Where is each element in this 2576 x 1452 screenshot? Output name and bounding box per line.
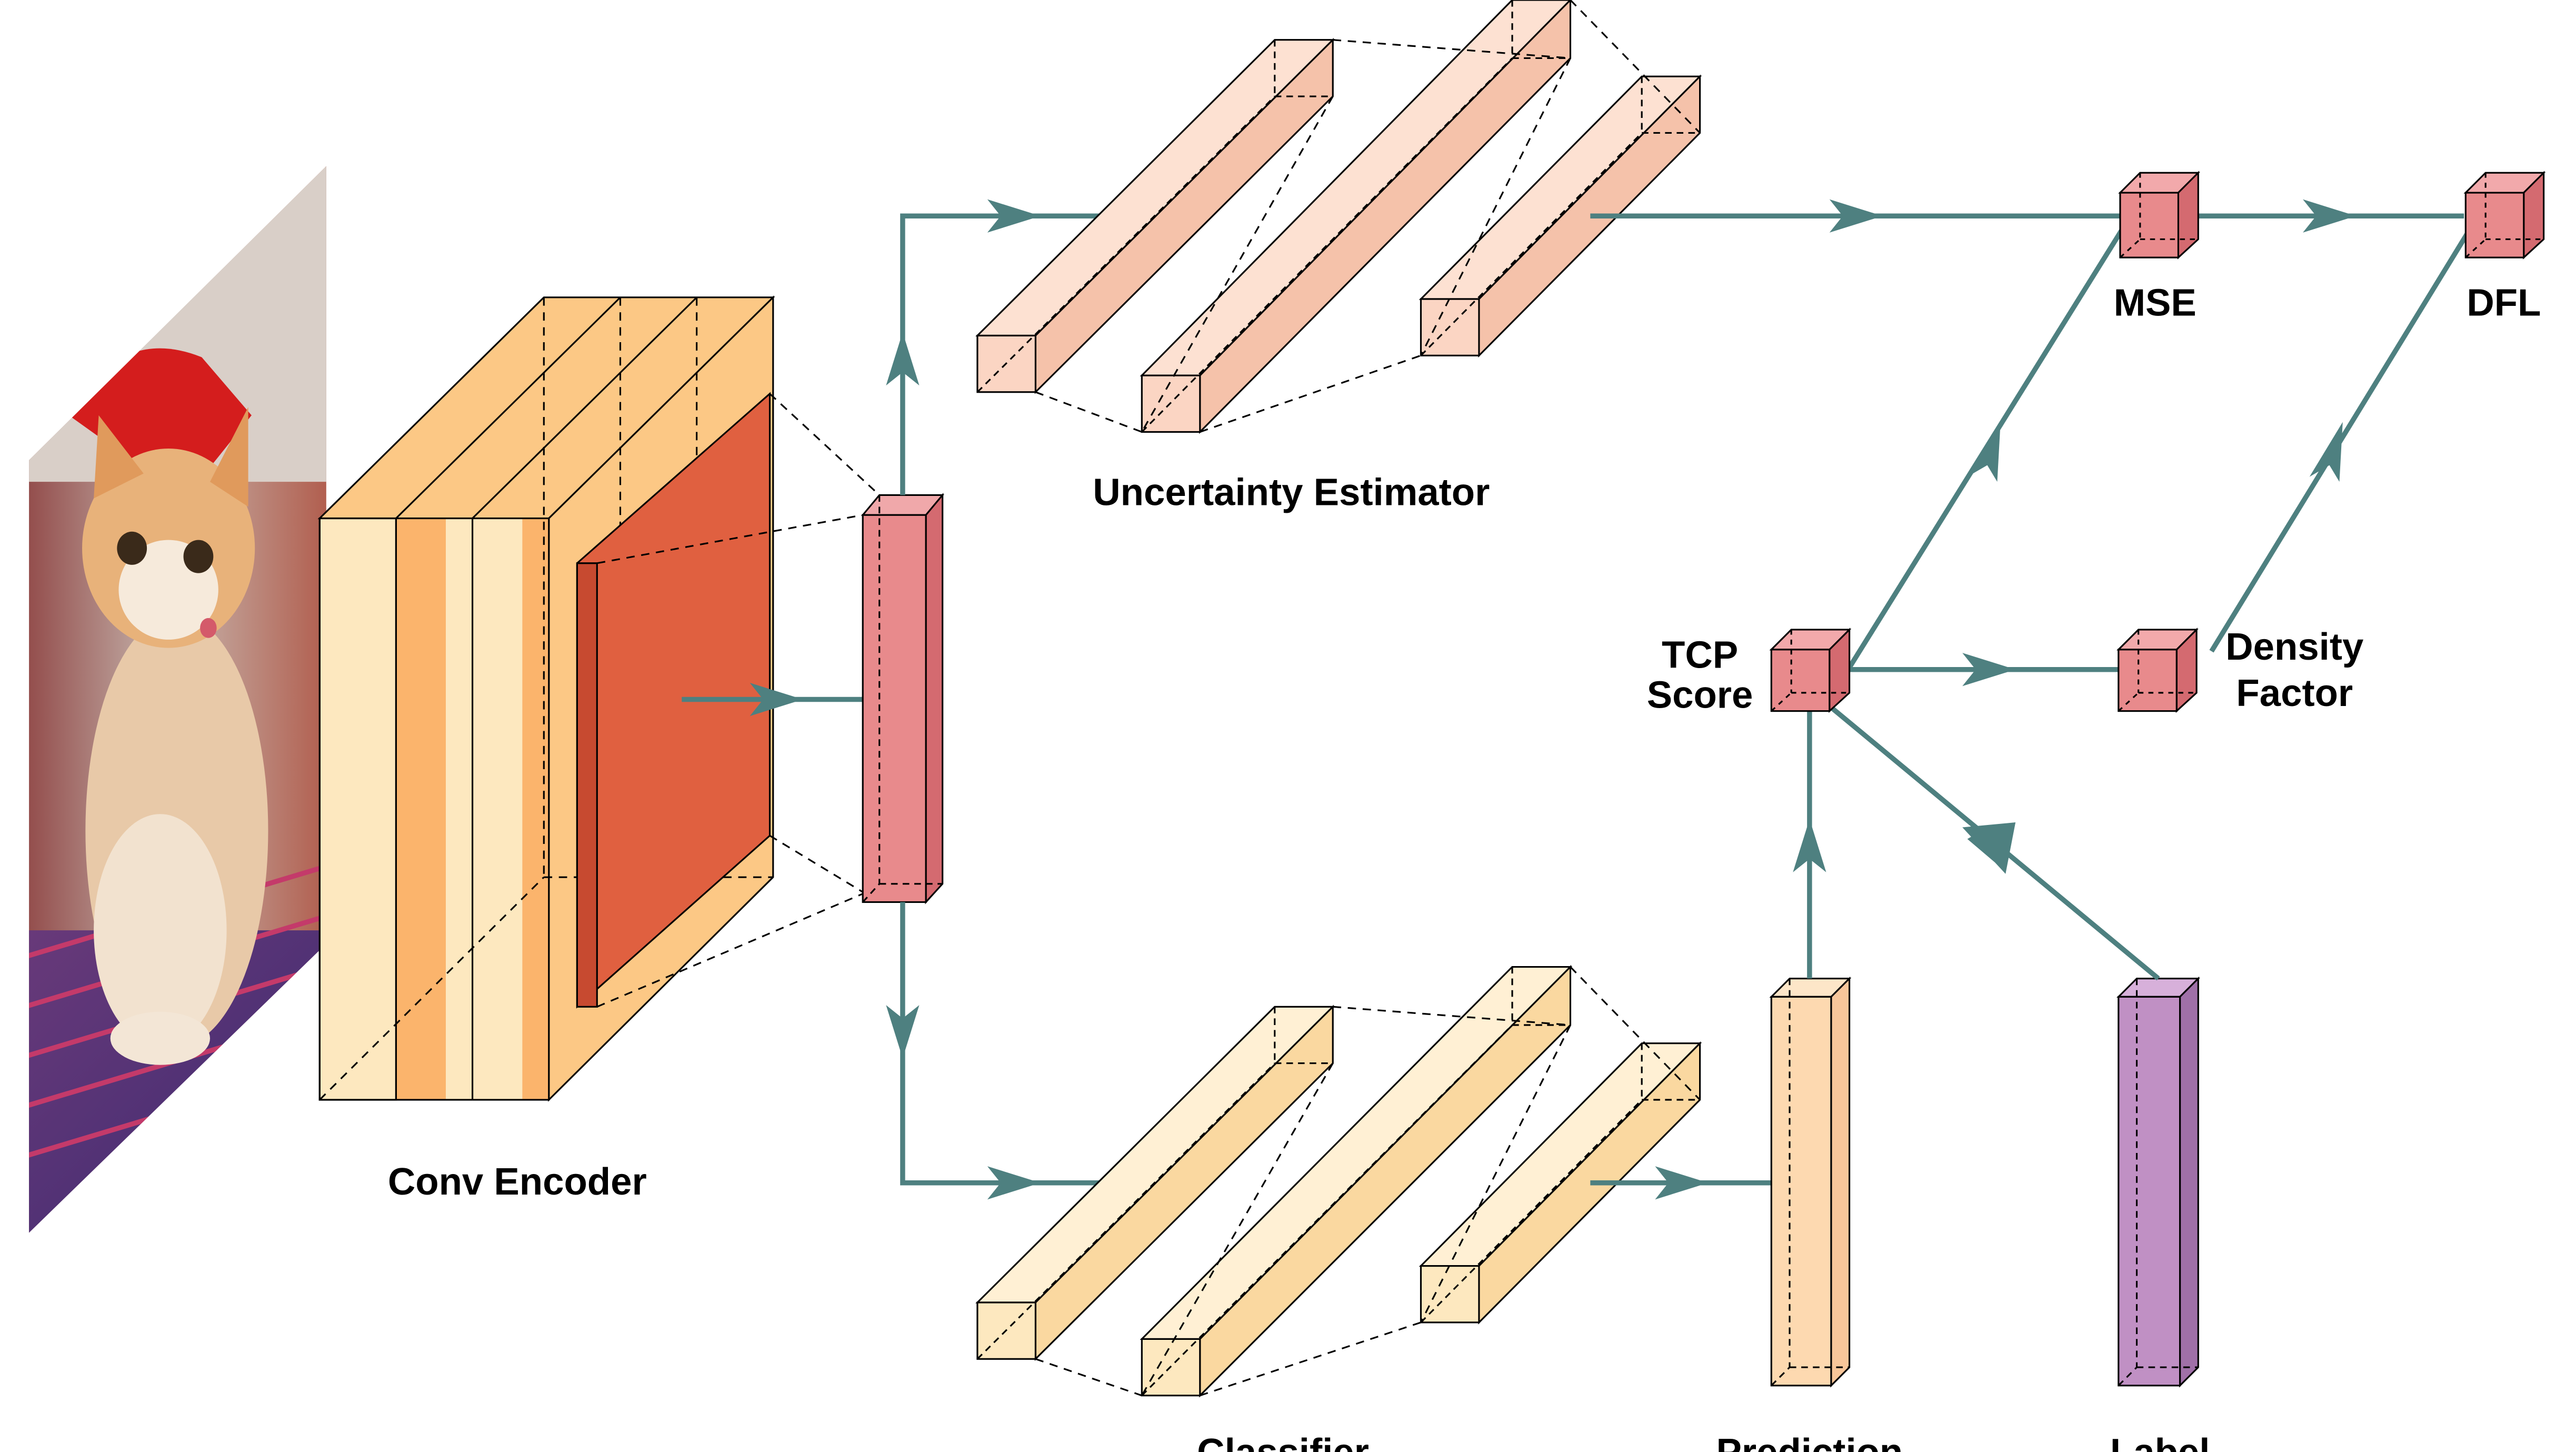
dfl-label: DFL xyxy=(2467,282,2541,324)
density-label-line1: Density xyxy=(2225,625,2363,668)
feature-vector-bar xyxy=(861,493,945,904)
tcp-label-line2: Score xyxy=(1647,673,1753,716)
arrowhead-encoder xyxy=(750,682,803,717)
mse-cube xyxy=(2118,171,2201,260)
mse-label: MSE xyxy=(2114,282,2196,324)
tcp-label-line1: TCP xyxy=(1662,634,1738,677)
classifier-bars xyxy=(975,964,1702,1398)
branch-arrowheads xyxy=(886,199,1041,1200)
prediction-label: Prediction xyxy=(1716,1431,1903,1452)
conv-encoder-label: Conv Encoder xyxy=(388,1160,647,1203)
branch-arrows xyxy=(900,213,1124,1186)
label-label: Label xyxy=(2110,1431,2210,1452)
tcp-input-arrowheads xyxy=(1793,819,2016,874)
output-arrowheads xyxy=(1655,199,2357,1200)
label-bar xyxy=(2116,976,2201,1388)
density-factor-cube xyxy=(2116,628,2199,713)
uncertainty-estimator-label: Uncertainty Estimator xyxy=(1093,471,1490,513)
projection-lines xyxy=(596,393,880,1008)
kitten-photo-icon xyxy=(29,166,326,1233)
prediction-bar xyxy=(1769,976,1852,1388)
classifier-label: Classifier xyxy=(1197,1431,1369,1452)
dfl-cube xyxy=(2463,171,2546,260)
uncertainty-estimator-bars xyxy=(975,0,1702,434)
density-label-line2: Factor xyxy=(2236,672,2353,714)
score-arrowheads xyxy=(1962,422,2343,687)
tcp-score-cube xyxy=(1769,628,1852,713)
